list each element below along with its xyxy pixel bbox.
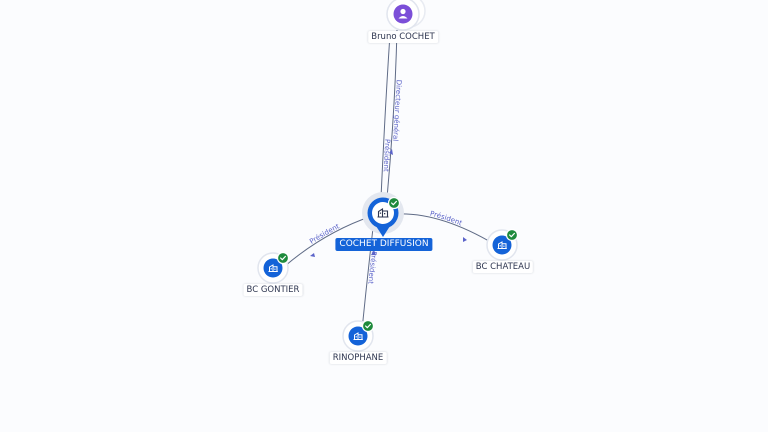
building-icon [268,264,278,272]
verified-badge [276,251,290,265]
building-icon [377,208,389,218]
edge-label-president: Président [382,139,392,172]
verified-badge [505,228,519,242]
edge-arrow [463,237,467,242]
node-label-bc-gontier[interactable]: BC GONTIER [243,284,303,296]
node-label-cochet-diffusion[interactable]: COCHET DIFFUSION [335,238,433,251]
svg-text:Président: Président [366,251,378,285]
svg-text:Président: Président [382,139,392,172]
svg-text:Président: Président [429,210,463,228]
node-cochet-diffusion[interactable] [362,192,404,237]
edge-arrow [371,250,376,255]
building-icon [353,332,363,340]
verified-badge [361,319,375,333]
node-label-rinophane[interactable]: RINOPHANE [329,352,387,364]
node-bc-gontier[interactable] [257,251,290,284]
node-bruno-cochet[interactable] [386,0,426,31]
edge-label-president: Président [366,251,378,285]
node-label-bruno-cochet[interactable]: Bruno COCHET [368,31,438,43]
edge-bruno-president: Président [380,33,392,199]
pin-pointer [376,226,390,237]
edge-rinophane-president: Président [361,227,378,331]
node-label-bc-chateau[interactable]: BC CHATEAU [472,261,534,273]
edge-label-directeur-general: Directeur général [391,79,403,141]
edge-bruno-directeur-general: Directeur général [386,29,403,199]
edge-label-president: Président [429,210,463,228]
verified-badge [387,196,401,210]
node-rinophane[interactable] [342,319,375,352]
building-icon [497,241,507,249]
edge-arrow [310,253,315,257]
person-icon [398,8,408,19]
svg-text:Directeur général: Directeur général [391,79,403,141]
node-bc-chateau[interactable] [486,228,519,261]
edge-arrow [389,149,393,155]
